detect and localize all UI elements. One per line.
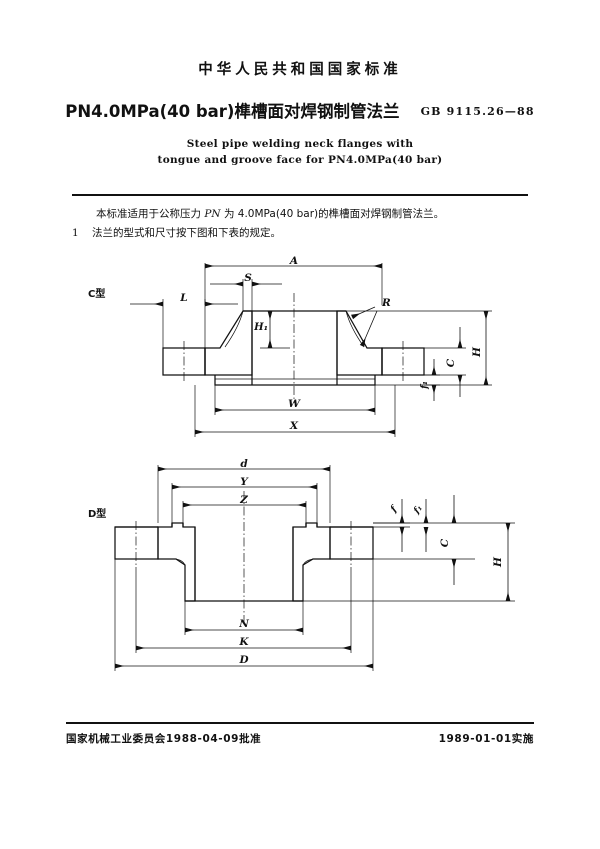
clause-1-text: 法兰的型式和尺寸按下图和下表的规定。 xyxy=(92,227,281,239)
national-standard-header: 中华人民共和国国家标准 xyxy=(198,62,402,78)
dim-label-L: L xyxy=(179,292,187,304)
scope-symbol-pn: PN xyxy=(204,208,221,220)
dim-label-H-d: H xyxy=(492,556,504,568)
dim-label-R: R xyxy=(381,297,391,309)
scope-paragraph: 本标准适用于公称压力 PN 为 4.0MPa(40 bar)的榫槽面对焊钢制管法… xyxy=(72,205,532,223)
dim-label-d: d xyxy=(240,458,248,470)
figure-c-label: C型 xyxy=(88,289,106,300)
dim-label-N: N xyxy=(238,618,249,630)
dim-label-S: S xyxy=(244,272,252,284)
english-subtitle-line-1: Steel pipe welding neck flanges with xyxy=(186,138,414,150)
dim-label-W: W xyxy=(288,398,301,410)
dim-label-D: D xyxy=(238,654,249,666)
figure-c-drawing: A S L H₁ R H C xyxy=(130,255,492,437)
dim-label-A: A xyxy=(289,255,298,267)
english-subtitle-line-2: tongue and groove face for PN4.0MPa(40 b… xyxy=(157,154,443,166)
clause-1-number: 1 xyxy=(72,227,79,239)
standard-number: GB 9115.26—88 xyxy=(420,104,535,118)
scope-text-prefix: 本标准适用于公称压力 xyxy=(96,208,205,220)
dim-label-Z: Z xyxy=(239,494,248,506)
english-subtitle: Steel pipe welding neck flanges with ton… xyxy=(0,136,600,168)
dim-label-f1: f₁ xyxy=(420,381,430,390)
footer-effective-date: 1989-01-01实施 xyxy=(438,733,534,745)
clause-1: 1 法兰的型式和尺寸按下图和下表的规定。 xyxy=(72,224,532,242)
dim-label-f1-d: f₁ xyxy=(411,503,424,516)
dim-label-X: X xyxy=(289,420,299,432)
dim-label-K: K xyxy=(238,636,249,648)
footer-divider xyxy=(66,722,534,724)
dim-label-H1: H₁ xyxy=(253,322,268,333)
footer-approval: 国家机械工业委员会1988-04-09批准 xyxy=(66,733,262,745)
figure-d-drawing: d Y Z f f₁ C H N xyxy=(114,458,515,671)
figure-d-label: D型 xyxy=(88,509,107,520)
dim-label-C-d: C xyxy=(439,538,451,547)
page-title: PN4.0MPa(40 bar)榫槽面对焊钢制管法兰 xyxy=(65,102,400,121)
header-divider xyxy=(72,194,528,196)
dim-label-f: f xyxy=(388,503,401,515)
dim-label-C: C xyxy=(445,358,457,367)
dim-label-Y: Y xyxy=(240,476,249,488)
dim-label-H: H xyxy=(471,346,483,358)
title-row: PN4.0MPa(40 bar)榫槽面对焊钢制管法兰 GB 9115.26—88 xyxy=(0,98,600,122)
scope-text-suffix: 为 4.0MPa(40 bar)的榫槽面对焊钢制管法兰。 xyxy=(220,208,445,220)
